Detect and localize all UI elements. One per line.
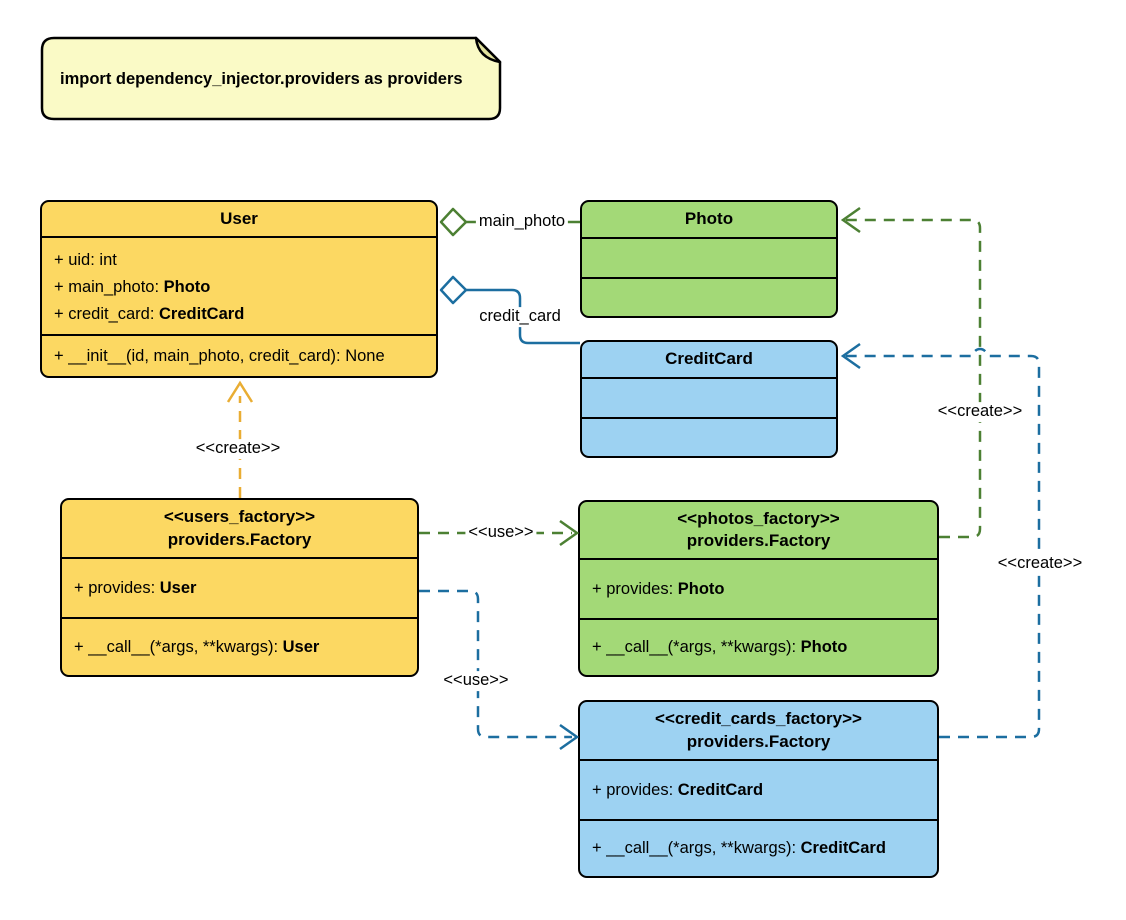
method-text: + __call__(*args, **kwargs): — [592, 839, 801, 857]
attribute-text: + provides: — [592, 579, 678, 598]
edge-label-credit-card: credit_card — [476, 307, 564, 327]
attribute-row: + uid: int — [54, 247, 436, 274]
class-photos-factory-header: <<photos_factory>> providers.Factory — [580, 502, 937, 558]
attribute-row: + provides: CreditCard — [592, 777, 937, 804]
method-row: + __call__(*args, **kwargs): Photo — [592, 634, 937, 661]
class-photo-title: Photo — [684, 209, 734, 229]
class-credit-cards-factory-header: <<credit_cards_factory>> providers.Facto… — [580, 702, 937, 759]
class-user: User + uid: int + main_photo: Photo + cr… — [40, 200, 438, 378]
note-text: import dependency_injector.providers as … — [60, 69, 463, 88]
class-credit-cards-factory-title: providers.Factory — [686, 731, 831, 751]
attribute-type: User — [159, 578, 197, 597]
edge-line — [419, 589, 572, 739]
class-photo-methods-compartment — [582, 277, 836, 316]
method-row: + __init__(id, main_photo, credit_card):… — [54, 343, 436, 370]
edge-label-use-photos-factory: <<use>> — [465, 523, 537, 543]
attribute-row: + main_photo: Photo — [54, 274, 436, 301]
method-row: + __call__(*args, **kwargs): User — [74, 634, 417, 661]
attribute-row: + credit_card: CreditCard — [54, 301, 436, 328]
attribute-type: Photo — [163, 278, 211, 296]
class-photos-factory-methods-compartment: + __call__(*args, **kwargs): Photo — [580, 618, 937, 675]
class-credit-cards-factory: <<credit_cards_factory>> providers.Facto… — [578, 700, 939, 878]
class-photos-factory: <<photos_factory>> providers.Factory + p… — [578, 500, 939, 677]
edge-line — [845, 218, 982, 539]
open-arrowhead-icon — [840, 342, 861, 370]
class-credit-cards-factory-stereotype: <<credit_cards_factory>> — [655, 709, 862, 729]
method-row: + __call__(*args, **kwargs): CreditCard — [592, 835, 937, 862]
edge-users-factory-uses-credit-cards-factory — [419, 589, 580, 751]
class-photos-factory-stereotype: <<photos_factory>> — [677, 508, 840, 528]
open-arrowhead-icon — [226, 380, 254, 403]
class-user-attributes-compartment: + uid: int + main_photo: Photo + credit_… — [42, 236, 436, 334]
edge-label-create-photo: <<create>> — [934, 402, 1026, 422]
edge-photos-factory-creates-photo — [840, 206, 982, 539]
class-users-factory-methods-compartment: + __call__(*args, **kwargs): User — [62, 617, 417, 675]
class-credit-cards-factory-methods-compartment: + __call__(*args, **kwargs): CreditCard — [580, 819, 937, 876]
attribute-text: + main_photo: — [54, 278, 164, 296]
class-users-factory-stereotype: <<users_factory>> — [163, 507, 316, 527]
class-users-factory: <<users_factory>> providers.Factory + pr… — [60, 498, 419, 677]
attribute-type: CreditCard — [677, 780, 764, 799]
attribute-text: + credit_card: — [54, 305, 160, 323]
aggregation-diamond-icon — [439, 275, 468, 305]
method-text: + __call__(*args, **kwargs): — [74, 637, 283, 656]
attribute-type: CreditCard — [159, 305, 245, 323]
method-text: + __init__(id, main_photo, credit_card):… — [54, 346, 385, 365]
method-type: CreditCard — [800, 839, 886, 857]
method-type: Photo — [800, 638, 848, 656]
class-creditcard-attributes-compartment — [582, 377, 836, 417]
edge-label-main-photo: main_photo — [475, 212, 569, 232]
attribute-row: + provides: Photo — [592, 576, 937, 603]
class-users-factory-title: providers.Factory — [167, 529, 312, 549]
attribute-text: + uid: int — [54, 251, 117, 269]
attribute-type: Photo — [677, 579, 725, 598]
open-arrowhead-icon — [840, 206, 861, 234]
edge-label-use-credit-cards-factory: <<use>> — [440, 671, 512, 691]
class-photo-attributes-compartment — [582, 237, 836, 277]
attribute-text: + provides: — [592, 780, 678, 799]
class-creditcard: CreditCard — [580, 340, 838, 458]
open-arrowhead-icon — [559, 519, 580, 547]
class-user-methods-compartment: + __init__(id, main_photo, credit_card):… — [42, 334, 436, 376]
method-text: + __call__(*args, **kwargs): — [592, 638, 801, 656]
class-photos-factory-attributes-compartment: + provides: Photo — [580, 558, 937, 618]
class-users-factory-header: <<users_factory>> providers.Factory — [62, 500, 417, 557]
aggregation-diamond-icon — [439, 207, 468, 237]
class-creditcard-title: CreditCard — [665, 349, 753, 369]
class-photo: Photo — [580, 200, 838, 318]
class-photos-factory-title: providers.Factory — [686, 531, 831, 550]
class-user-title: User — [220, 208, 258, 228]
attribute-row: + provides: User — [74, 575, 417, 602]
class-users-factory-attributes-compartment: + provides: User — [62, 557, 417, 617]
method-type: User — [282, 637, 320, 656]
class-credit-cards-factory-attributes-compartment: + provides: CreditCard — [580, 759, 937, 819]
attribute-text: + provides: — [74, 578, 160, 597]
edge-label-create-user: <<create>> — [192, 439, 284, 459]
edge-label-create-credit-card: <<create>> — [994, 554, 1086, 574]
open-arrowhead-icon — [559, 723, 580, 751]
class-creditcard-methods-compartment — [582, 417, 836, 456]
